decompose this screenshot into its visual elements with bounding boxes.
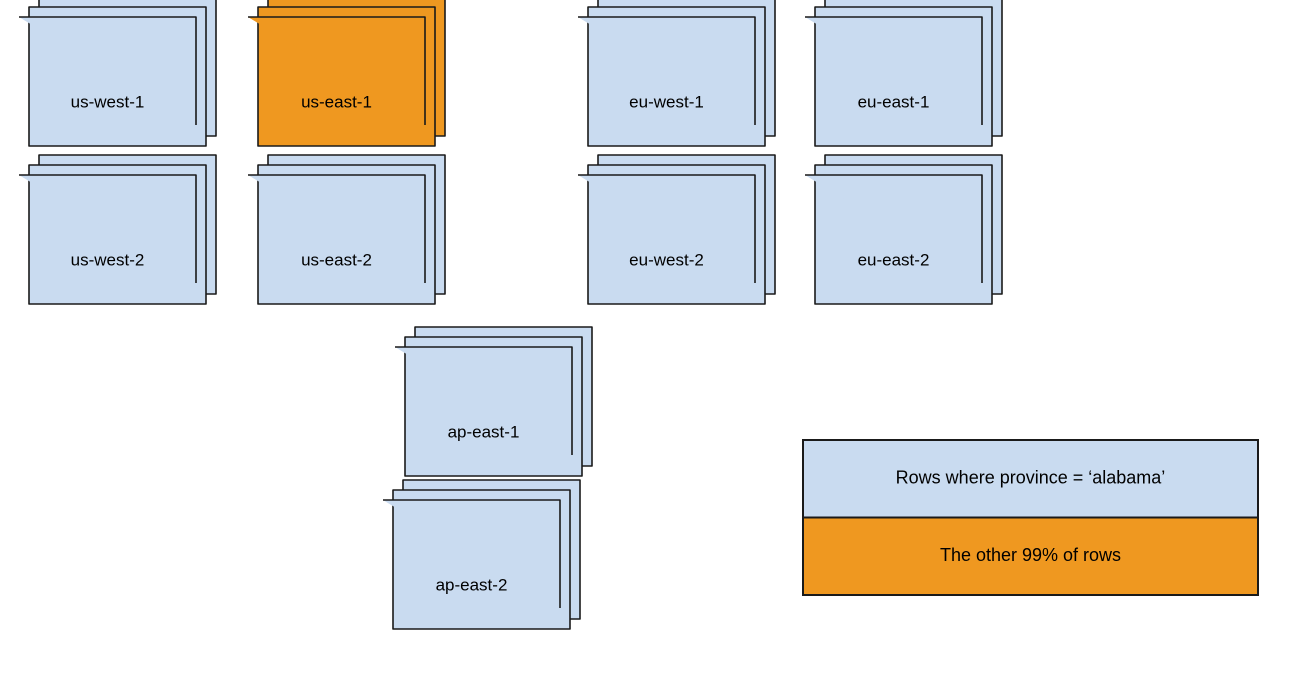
document-stack-eu-east-1[interactable]: eu-east-1 — [805, 0, 1003, 147]
document-stack-us-east-1[interactable]: us-east-1 — [248, 0, 446, 147]
document-stack-label: eu-west-2 — [629, 250, 704, 269]
legend-row-legend-alabama[interactable]: Rows where province = ‘alabama’ — [802, 439, 1259, 519]
document-sheet-front — [383, 499, 561, 608]
document-stack-label: us-west-2 — [71, 250, 145, 269]
document-sheet-front — [805, 174, 983, 283]
document-stack-label: ap-east-1 — [448, 422, 520, 441]
document-stack-us-west-1[interactable]: us-west-1 — [19, 0, 217, 147]
legend-group: Rows where province = ‘alabama’ The other… — [802, 439, 1259, 596]
document-stacks-group: us-west-1 us-east-1 eu-west-1 eu-east-1 us-w… — [19, 0, 1003, 630]
document-sheet-front — [578, 16, 756, 125]
document-stack-label: eu-west-1 — [629, 92, 704, 111]
document-sheet-front — [248, 16, 426, 125]
document-stack-eu-east-2[interactable]: eu-east-2 — [805, 154, 1003, 305]
document-stack-eu-west-2[interactable]: eu-west-2 — [578, 154, 776, 305]
document-sheet-front — [248, 174, 426, 283]
document-stack-label: us-east-1 — [301, 92, 372, 111]
legend-label: Rows where province = ‘alabama’ — [896, 468, 1166, 488]
document-stack-label: ap-east-2 — [436, 575, 508, 594]
document-stack-label: eu-east-2 — [858, 250, 930, 269]
document-sheet-front — [19, 16, 197, 125]
document-stack-ap-east-1[interactable]: ap-east-1 — [395, 326, 593, 477]
document-sheet-front — [395, 346, 573, 455]
document-stack-eu-west-1[interactable]: eu-west-1 — [578, 0, 776, 147]
document-sheet-front — [578, 174, 756, 283]
document-stack-label: us-west-1 — [71, 92, 145, 111]
legend-row-legend-other[interactable]: The other 99% of rows — [802, 516, 1259, 596]
document-stack-ap-east-2[interactable]: ap-east-2 — [383, 479, 581, 630]
document-sheet-front — [19, 174, 197, 283]
legend-label: The other 99% of rows — [940, 545, 1121, 565]
legend-swatch — [802, 439, 1259, 519]
document-stack-us-west-2[interactable]: us-west-2 — [19, 154, 217, 305]
document-stack-label: eu-east-1 — [858, 92, 930, 111]
document-stack-us-east-2[interactable]: us-east-2 — [248, 154, 446, 305]
document-sheet-front — [805, 16, 983, 125]
legend-swatch — [802, 516, 1259, 596]
document-stack-label: us-east-2 — [301, 250, 372, 269]
